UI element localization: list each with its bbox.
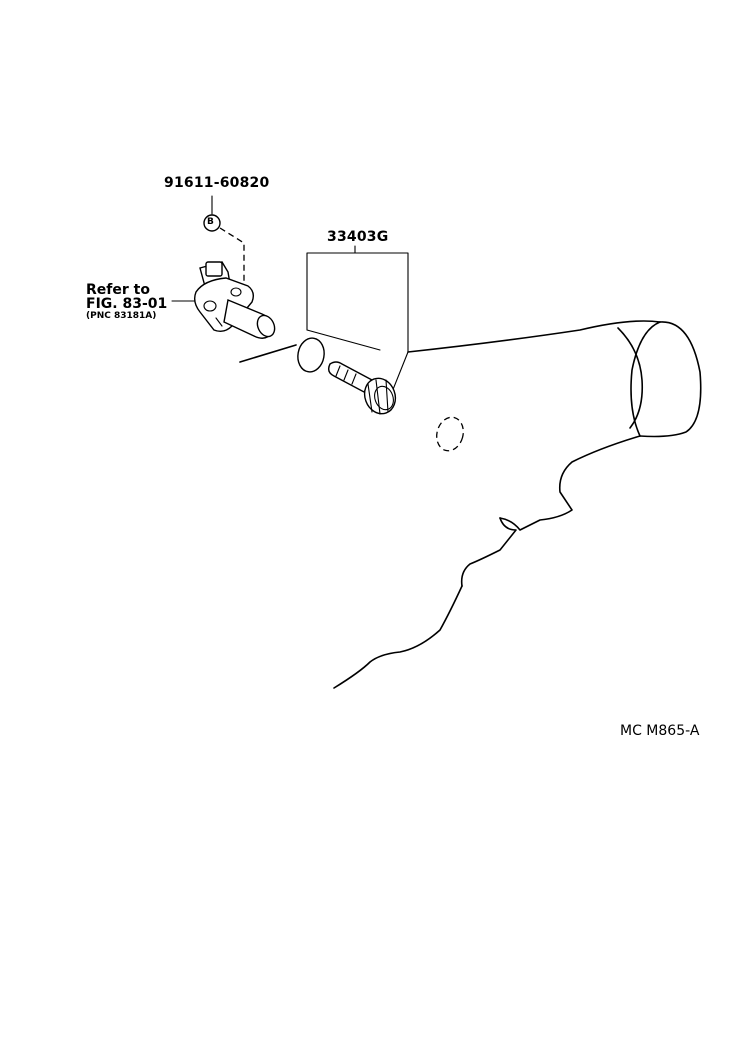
speed-sensor-icon xyxy=(193,261,276,339)
bolt-part-number: 91611-60820 xyxy=(164,175,270,191)
o-ring-icon xyxy=(297,337,325,373)
bolt-dashed-leader xyxy=(219,227,245,282)
pnc-reference-label: (PNC 83181A) xyxy=(86,311,157,321)
assembly-part-number: 33403G xyxy=(327,229,389,245)
driven-gear-icon xyxy=(327,361,397,415)
assembly-bracket xyxy=(306,252,409,353)
circle-b-letter: B xyxy=(207,217,214,227)
access-cover-dashed xyxy=(436,416,464,452)
refer-to-label: Refer to xyxy=(86,282,150,298)
transmission-case-outline xyxy=(239,320,702,689)
circle-b-mark xyxy=(203,214,221,232)
assembly-bracket-left-leader xyxy=(306,329,381,351)
assembly-bracket-right-leader xyxy=(391,351,409,393)
diagram-code: MC M865-A xyxy=(620,723,700,739)
fig-reference-label: FIG. 83-01 xyxy=(86,296,168,312)
